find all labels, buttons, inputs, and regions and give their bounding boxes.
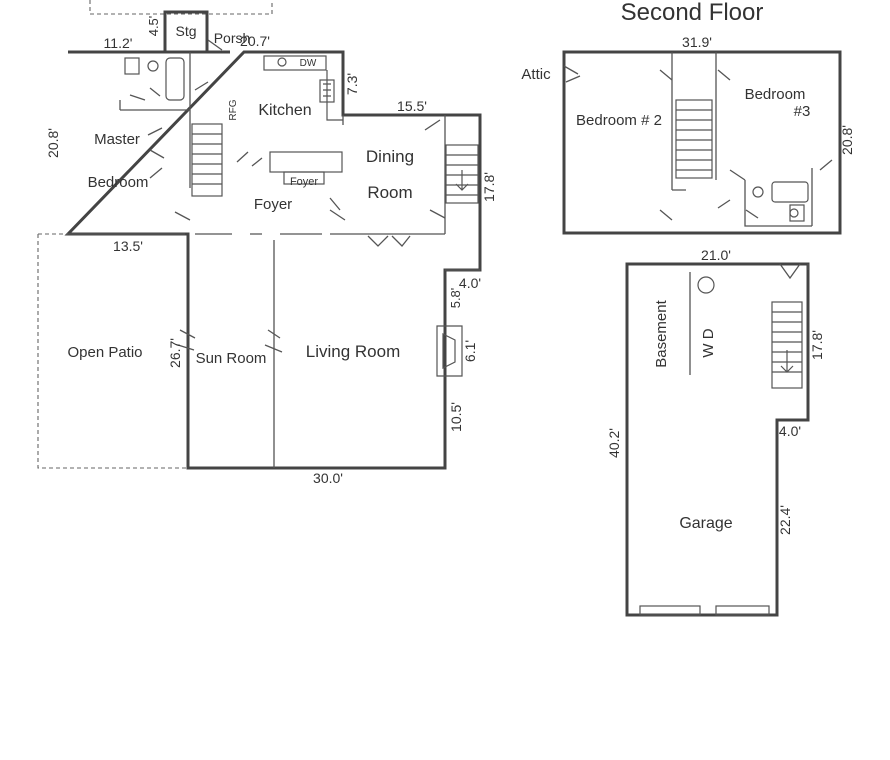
foyer-closet	[269, 151, 343, 173]
open-patio-outline	[37, 233, 188, 469]
storage-label: Stg	[175, 23, 196, 39]
master-bedroom-label-line2: Bedroom	[88, 174, 149, 191]
bedroom3-label-line2: #3	[794, 103, 811, 120]
vanity-sink-icon	[124, 57, 140, 75]
toilet-icon	[147, 60, 159, 72]
door-swings-first-floor	[129, 39, 446, 353]
dim-21-0: 21.0'	[701, 247, 731, 263]
kitchen-counter	[263, 55, 327, 71]
kitchen-sink-icon	[277, 57, 287, 67]
dim-6-1: 6.1'	[462, 340, 478, 362]
dim-15-5: 15.5'	[397, 98, 427, 114]
stairs-basement	[771, 301, 803, 389]
foyer-closet-label: Foyer	[290, 176, 318, 188]
bathtub-icon	[165, 57, 185, 101]
bathtub-second-icon	[771, 181, 809, 203]
dim-20-8-right: 20.8'	[839, 125, 855, 155]
toilet-second-icon	[752, 186, 764, 198]
water-heater-icon	[697, 276, 715, 294]
dim-10-5: 10.5'	[448, 402, 464, 432]
dim-17-8-basement: 17.8'	[809, 330, 825, 360]
second-floor-interior-walls	[671, 52, 813, 227]
dim-30-0: 30.0'	[313, 470, 343, 486]
garage-label: Garage	[679, 515, 732, 532]
sink-second-icon	[789, 204, 805, 222]
dim-13-5: 13.5'	[113, 238, 143, 254]
basement-interior-line	[689, 264, 809, 375]
dim-20-8-left: 20.8'	[45, 128, 61, 158]
dim-40-2: 40.2'	[606, 428, 622, 458]
garage-door-right	[715, 605, 770, 616]
dishwasher-label: DW	[300, 58, 317, 69]
stairs-first-floor	[191, 123, 223, 197]
second-floor-title: Second Floor	[621, 0, 764, 26]
dim-4-5: 4.5'	[146, 16, 161, 37]
foyer-label: Foyer	[254, 196, 292, 213]
kitchen-counter-edge	[326, 70, 343, 121]
dim-31-9: 31.9'	[682, 34, 712, 50]
dim-26-7: 26.7'	[167, 338, 183, 368]
foyer-closet-inner	[283, 171, 325, 185]
basement-door-swing	[779, 263, 801, 280]
stairs-dining	[445, 144, 479, 204]
dim-7-3: 7.3'	[344, 73, 360, 95]
bedroom2-label: Bedroom # 2	[576, 112, 662, 129]
fireplace-icon	[436, 325, 463, 377]
kitchen-label: Kitchen	[258, 102, 311, 119]
porch-label: Porsh	[214, 30, 251, 46]
stairs-second-floor	[675, 99, 713, 179]
refrigerator-label: RFG	[228, 99, 239, 120]
door-swings-second-floor	[563, 65, 833, 221]
dim-5-8: 5.8'	[448, 288, 463, 309]
attic-label: Attic	[521, 66, 551, 83]
second-floor-outer-wall	[562, 50, 842, 235]
dining-room-label-line1: Dining	[366, 147, 414, 166]
storage-wall	[163, 10, 209, 54]
open-patio-label: Open Patio	[67, 344, 142, 361]
dim-20-7: 20.7'	[240, 33, 270, 49]
stair-treads	[192, 133, 222, 185]
dim-11-2: 11.2'	[104, 35, 133, 51]
bedroom3-label-line1: Bedroom	[745, 86, 806, 103]
upper-dashed-outline	[89, 0, 273, 15]
dim-4-0-garage: 4.0'	[779, 423, 801, 439]
master-bedroom-label-line1: Master	[94, 131, 140, 148]
basement-stair-arrow-icon	[772, 311, 802, 373]
dim-4-0-first: 4.0'	[459, 275, 481, 291]
basement-label: Basement	[653, 299, 670, 367]
sun-room-label: Sun Room	[196, 350, 267, 367]
dim-17-8-first: 17.8'	[481, 172, 497, 202]
garage-door-left	[639, 605, 701, 616]
dim-22-4: 22.4'	[777, 505, 793, 535]
stair-down-arrow-icon	[446, 154, 478, 196]
washer-dryer-label: W D	[700, 328, 717, 357]
stair-treads-second	[676, 109, 712, 171]
living-room-label: Living Room	[306, 342, 401, 361]
sink-basin-second-icon	[789, 208, 799, 218]
dining-room-label-line2: Room	[367, 183, 412, 202]
